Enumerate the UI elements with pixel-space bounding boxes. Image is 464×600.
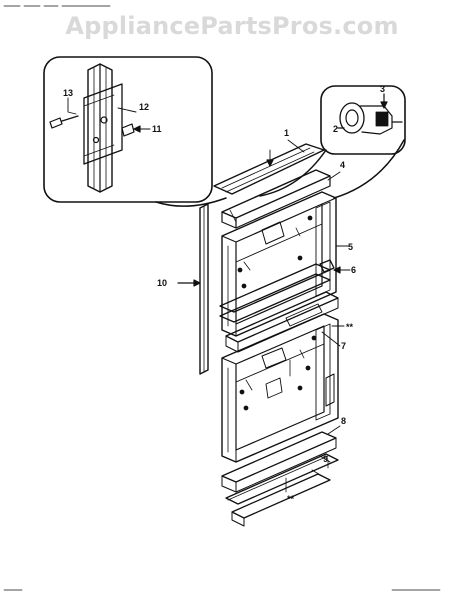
callout-5: 5 bbox=[348, 242, 353, 252]
callout-13: 13 bbox=[63, 88, 73, 98]
callout-labels: 13 12 11 3 2 1 4 5 6 10 ** 7 8 9 ** bbox=[63, 84, 385, 504]
callout-1: 1 bbox=[284, 128, 289, 138]
gasket-strip-10 bbox=[177, 203, 209, 375]
top-trim-1 bbox=[213, 139, 325, 195]
double-star-lower: ** bbox=[287, 494, 295, 504]
stop-detail-inset bbox=[320, 85, 406, 155]
callout-6: 6 bbox=[351, 265, 356, 275]
callout-11: 11 bbox=[152, 124, 162, 134]
callout-10: 10 bbox=[157, 278, 167, 288]
upper-door-frame bbox=[221, 191, 351, 337]
middle-channel bbox=[219, 263, 345, 353]
lower-door-frame bbox=[221, 313, 339, 463]
double-star-upper: ** bbox=[346, 322, 354, 332]
upper-channel-4 bbox=[221, 169, 341, 229]
callout-4: 4 bbox=[340, 160, 345, 170]
inset-connectors bbox=[155, 139, 405, 207]
callout-8: 8 bbox=[341, 416, 346, 426]
callout-12: 12 bbox=[139, 102, 149, 112]
callout-9: 9 bbox=[323, 454, 328, 464]
bottom-strips bbox=[221, 425, 341, 527]
callout-2: 2 bbox=[333, 124, 338, 134]
callout-7: 7 bbox=[341, 341, 346, 351]
hinge-detail-inset bbox=[43, 56, 213, 203]
site-watermark: AppliancePartsPros.com bbox=[65, 12, 399, 40]
callout-3: 3 bbox=[380, 84, 385, 94]
